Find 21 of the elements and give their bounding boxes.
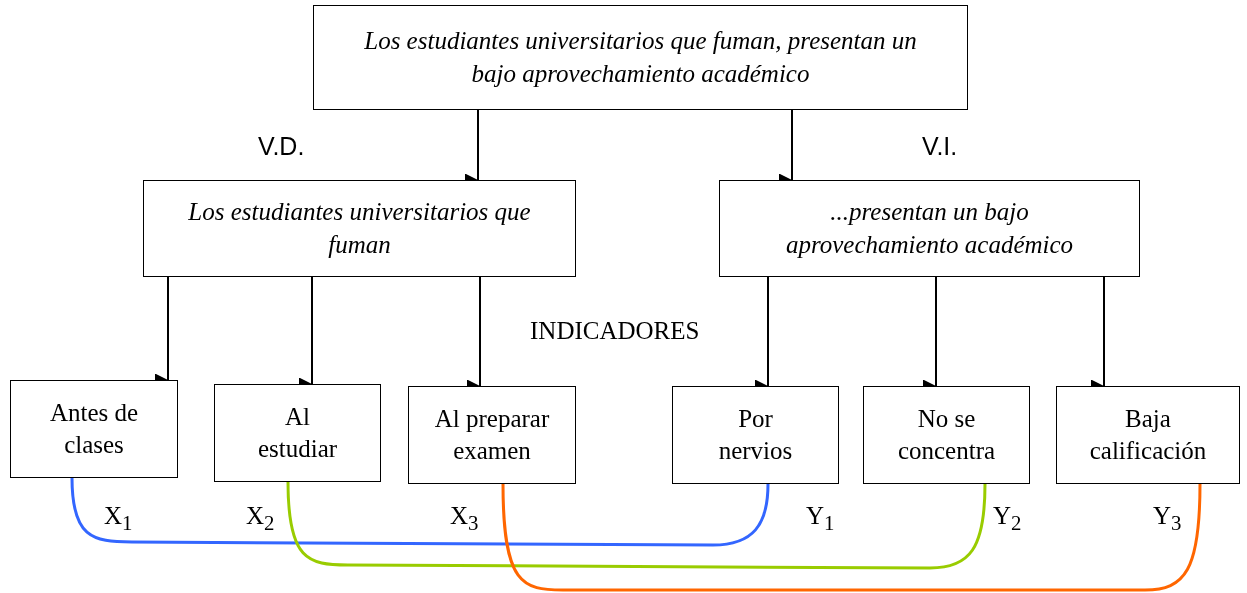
text-box: No se concentra bbox=[863, 386, 1030, 484]
connector-line bbox=[70, 477, 770, 547]
text-label: V.I. bbox=[922, 134, 958, 159]
text-label: Y$_{2}$ bbox=[993, 503, 1022, 534]
text-box: Por nervios bbox=[672, 386, 839, 484]
text-label: V.D. bbox=[258, 134, 305, 159]
text-label: Y$_{1}$ bbox=[806, 503, 835, 534]
text-box: Los estudiantes universitarios que fuman bbox=[143, 180, 576, 277]
text-box: Antes de clases bbox=[10, 380, 178, 478]
connector-line bbox=[286, 481, 987, 570]
text-box: Al estudiar bbox=[214, 384, 381, 482]
connector-line bbox=[501, 483, 1202, 592]
text-label: INDICADORES bbox=[530, 318, 700, 343]
text-box: Al preparar examen bbox=[408, 386, 576, 484]
text-label: X$_{2}$ bbox=[246, 503, 275, 534]
text-label: X$_{1}$ bbox=[104, 503, 133, 534]
text-box: Los estudiantes universitarios que fuman, presentan un bajo aprovechamiento académico bbox=[313, 5, 968, 110]
text-box: ...presentan un bajo aprovechamiento académico bbox=[719, 180, 1140, 277]
text-box: Baja calificación bbox=[1056, 386, 1240, 484]
text-label: Y$_{3}$ bbox=[1153, 503, 1182, 534]
text-label: X$_{3}$ bbox=[450, 503, 479, 534]
